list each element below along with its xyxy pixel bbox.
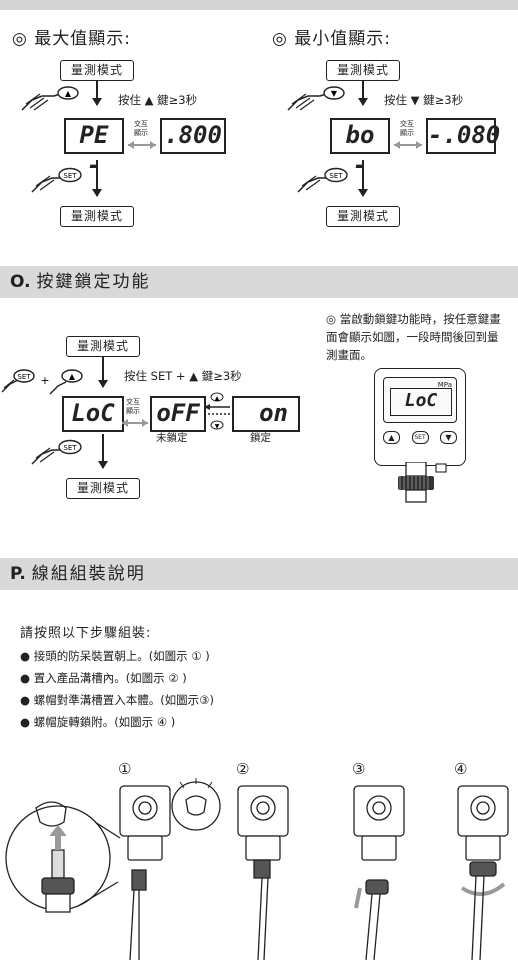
device-body: MPa LoC ▲ SET ▼	[374, 368, 466, 466]
figure-number-2: ②	[236, 760, 250, 778]
section-o-title-text: 按鍵鎖定功能	[36, 272, 151, 292]
min-mode-top-box: 量測模式	[326, 60, 400, 81]
hand-up-glyph: ▲	[65, 89, 72, 98]
min-instruction: 按住 ▼ 鍵≥3秒	[384, 93, 464, 107]
assembly-step-1: ● 接頭的防呆裝置朝上。(如圖示 ① )	[20, 649, 210, 663]
lock-mode-top-box: 量測模式	[66, 336, 140, 357]
lock-arrow-down-1	[98, 357, 107, 388]
min-display-title: ◎ 最小值顯示:	[272, 29, 391, 49]
section-o-header: O. 按鍵鎖定功能	[0, 266, 518, 298]
section-p-title: P. 線組組裝說明	[10, 558, 146, 590]
svg-text:▼: ▼	[215, 423, 220, 430]
hand-press-set-icon-2: SET	[297, 167, 348, 193]
figure-number-3: ③	[352, 760, 366, 778]
max-swap-arrow-icon	[128, 141, 156, 149]
label-unlocked: 未鎖定	[156, 432, 188, 444]
toggle-up-down-icon: ▲ ▼	[204, 392, 230, 430]
fig1-zoom-circle	[5, 801, 121, 913]
section-p-letter: P.	[10, 564, 26, 584]
hand-press-down-icon: ▼	[287, 86, 345, 111]
hand-set-glyph: SET	[63, 172, 77, 180]
lock-arrow-down-2	[98, 434, 107, 469]
max-display-title: ◎ 最大值顯示:	[12, 29, 131, 49]
section-p-header: P. 線組組裝說明	[0, 558, 518, 590]
max-arrow-down-1	[92, 81, 101, 106]
fig1-device	[119, 785, 171, 961]
assembly-step-3: ● 螺帽對準溝槽置入本體。(如圖示③)	[20, 693, 214, 707]
lock-lcd-on: on	[259, 399, 288, 427]
device-lcd-text: LoC	[390, 388, 452, 416]
max-arrow-down-2	[92, 160, 101, 197]
max-instruction: 按住 ▲ 鍵≥3秒	[118, 93, 198, 107]
device-set-button: SET	[411, 431, 429, 444]
assembly-intro: 請按照以下步驟組裝:	[20, 626, 152, 641]
assembly-step-4: ● 螺帽旋轉鎖附。(如圖示 ④ )	[20, 715, 176, 729]
max-lcd-left: PE -	[79, 121, 109, 179]
lock-note: ◎ 當啟動鎖鍵功能時，按任意鍵畫面會顯示如圖，一段時間後回到量測畫面。	[326, 312, 501, 362]
max-mode-top-box: 量測模式	[60, 60, 134, 81]
svg-text:▲: ▲	[69, 372, 76, 381]
device-screen: MPa LoC	[383, 377, 457, 423]
min-arrow-down-1	[358, 81, 367, 106]
min-arrow-down-2	[358, 160, 367, 197]
lock-lcd-loc: LoC	[71, 399, 115, 427]
max-lcd-right: .800	[164, 121, 222, 149]
lock-lcd-off-frame: oFF	[150, 396, 206, 432]
lock-swap-label-2: 顯示	[126, 407, 140, 415]
lock-lcd-on-frame: on	[232, 396, 300, 432]
min-mode-bottom-box: 量測模式	[326, 206, 400, 227]
figure-number-1: ①	[118, 760, 132, 778]
device-up-button: ▲	[383, 431, 400, 444]
section-p-title-text: 線組組裝說明	[31, 564, 146, 584]
hand-press-set-up-icon: SET + ▲	[1, 369, 83, 395]
assembly-illustrations	[5, 778, 509, 961]
min-swap-label-2: 顯示	[400, 129, 414, 137]
device-unit: MPa	[437, 381, 452, 389]
hand-set-glyph-2: SET	[329, 172, 343, 180]
fig3-device	[353, 785, 405, 961]
assembly-step-2: ● 置入產品溝槽內。(如圖示 ② )	[20, 671, 187, 685]
label-locked: 鎖定	[250, 432, 271, 444]
figure-number-4: ④	[454, 760, 468, 778]
svg-text:+: +	[40, 374, 49, 387]
svg-text:SET: SET	[63, 444, 77, 452]
max-lcd-right-frame: .800	[160, 118, 226, 154]
section-o-letter: O.	[10, 272, 31, 292]
min-swap-arrow-icon	[394, 141, 422, 149]
max-swap-label-1: 交互	[134, 120, 148, 128]
svg-text:▲: ▲	[215, 395, 220, 402]
hand-press-up-icon: ▲	[21, 86, 79, 111]
hand-press-set-icon-3: SET	[31, 439, 82, 465]
device-connector-icon	[398, 462, 447, 503]
min-lcd-right-frame: -.080	[426, 118, 501, 154]
min-lcd-right: -.080	[428, 121, 501, 149]
section-o-title: O. 按鍵鎖定功能	[10, 266, 150, 298]
lock-lcd-off: oFF	[156, 399, 200, 427]
hand-press-set-icon: SET	[31, 167, 82, 193]
lock-swap-arrow-icon	[122, 419, 148, 427]
min-swap-label-1: 交互	[400, 120, 414, 128]
top-strip	[0, 0, 518, 10]
min-lcd-left: bo -	[345, 121, 375, 179]
svg-text:SET: SET	[17, 373, 31, 381]
lock-lcd-loc-frame: LoC	[62, 396, 124, 432]
device-buttons: ▲ SET ▼	[383, 431, 457, 447]
min-lcd-left-frame: bo -	[330, 118, 390, 179]
lock-mode-bottom-box: 量測模式	[66, 478, 140, 499]
max-mode-bottom-box: 量測模式	[60, 206, 134, 227]
lock-instruction: 按住 SET + ▲ 鍵≥3秒	[124, 369, 242, 383]
fig2-device	[171, 778, 289, 961]
hand-down-glyph: ▼	[331, 89, 338, 98]
max-lcd-left-frame: PE -	[64, 118, 124, 179]
lock-swap-label-1: 交互	[126, 398, 140, 406]
fig4-device	[457, 785, 509, 961]
max-swap-label-2: 顯示	[134, 129, 148, 137]
device-down-button: ▼	[440, 431, 457, 444]
